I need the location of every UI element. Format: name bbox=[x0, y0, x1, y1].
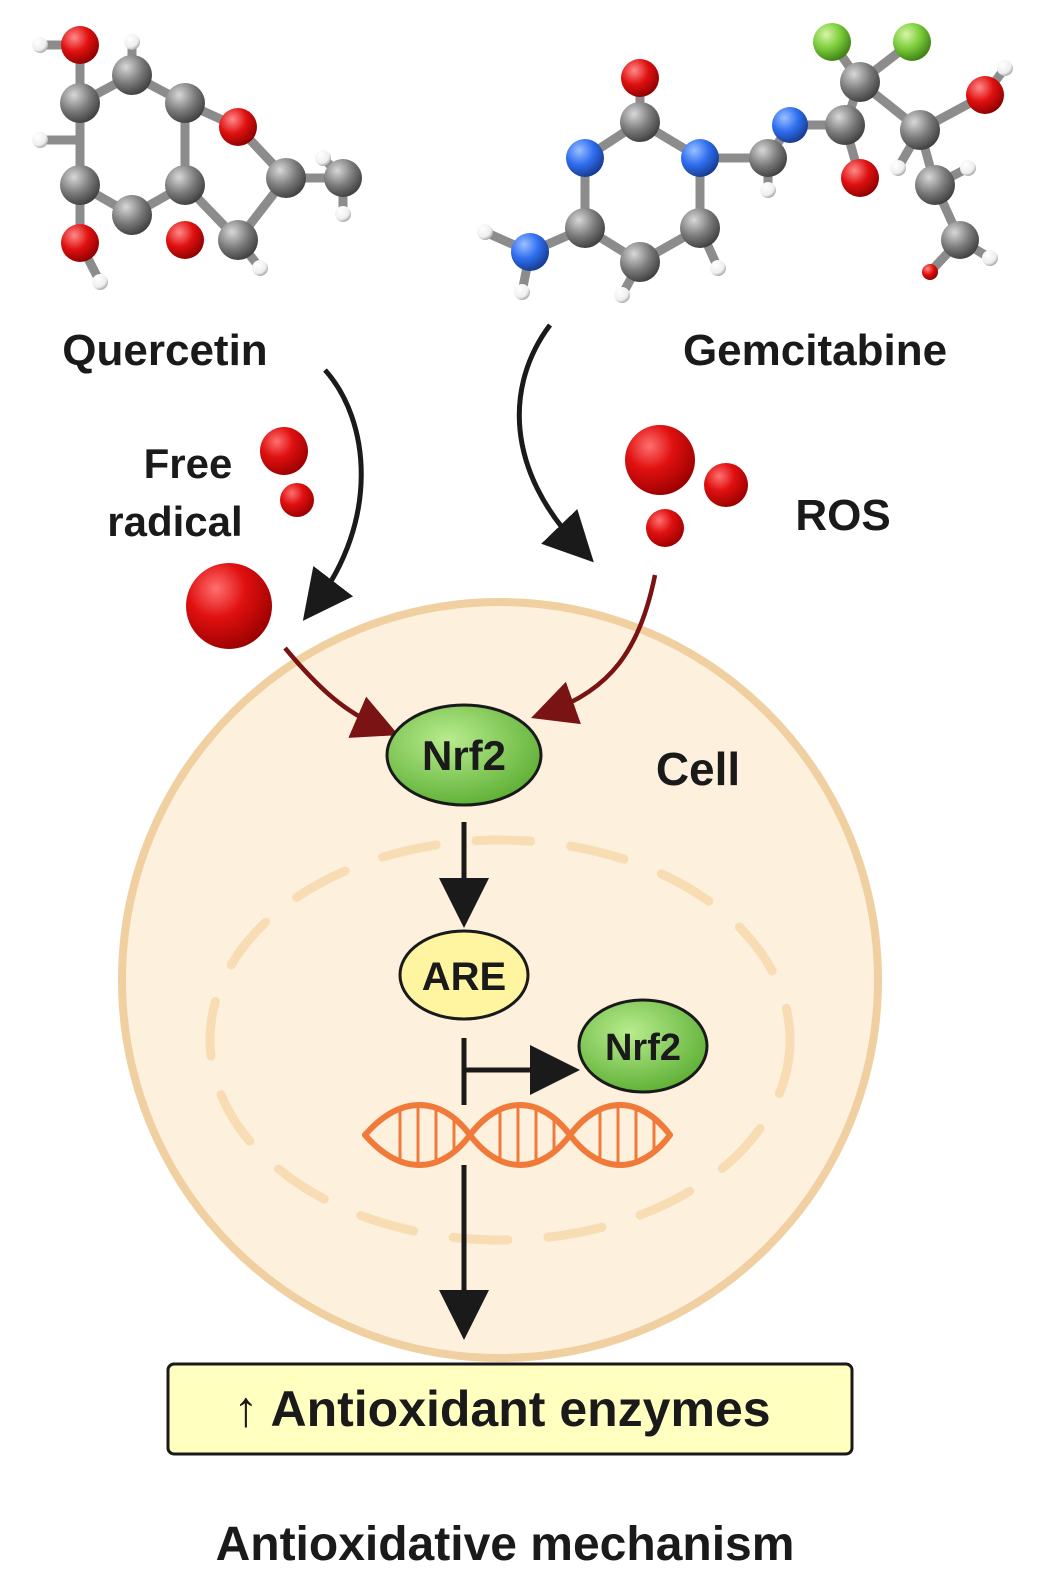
antioxidant-enzymes-box: ↑ Antioxidant enzymes bbox=[166, 1362, 854, 1456]
gemcitabine-molecule bbox=[477, 23, 1013, 303]
dna-helix bbox=[362, 1102, 673, 1168]
free-radical-dot bbox=[186, 563, 272, 649]
nucleus-envelope bbox=[205, 835, 795, 1245]
ros-label: ROS bbox=[795, 491, 890, 540]
ros-dot bbox=[646, 509, 684, 547]
free-radical-label-line2: radical bbox=[107, 498, 242, 545]
quercetin-label: Quercetin bbox=[62, 326, 267, 375]
nrf2-cytoplasm: Nrf2 bbox=[385, 703, 543, 807]
free-radical-dot bbox=[280, 483, 314, 517]
nrf2-nucleus-label: Nrf2 bbox=[605, 1027, 681, 1069]
are-element: ARE bbox=[398, 929, 530, 1021]
free-radical-dot bbox=[260, 427, 308, 475]
ros-dot bbox=[625, 425, 695, 495]
free-radical-label-line1: Free bbox=[144, 440, 233, 487]
antioxidant-enzymes-label: ↑ Antioxidant enzymes bbox=[233, 1381, 770, 1437]
nrf2-cytoplasm-label: Nrf2 bbox=[422, 732, 506, 779]
mechanism-title: Antioxidative mechanism bbox=[216, 1518, 795, 1571]
quercetin-arrow bbox=[302, 368, 364, 621]
gemcitabine-arrow bbox=[516, 323, 594, 563]
ros-to-nrf2-arrow bbox=[531, 574, 658, 725]
nrf2-nucleus: Nrf2 bbox=[577, 998, 709, 1094]
ros-dot bbox=[704, 463, 748, 507]
free-radical-to-nrf2-arrow bbox=[283, 646, 399, 738]
are-label: ARE bbox=[422, 955, 506, 999]
quercetin-molecule bbox=[32, 26, 362, 290]
cell-label: Cell bbox=[656, 743, 740, 795]
gemcitabine-label: Gemcitabine bbox=[683, 326, 947, 375]
